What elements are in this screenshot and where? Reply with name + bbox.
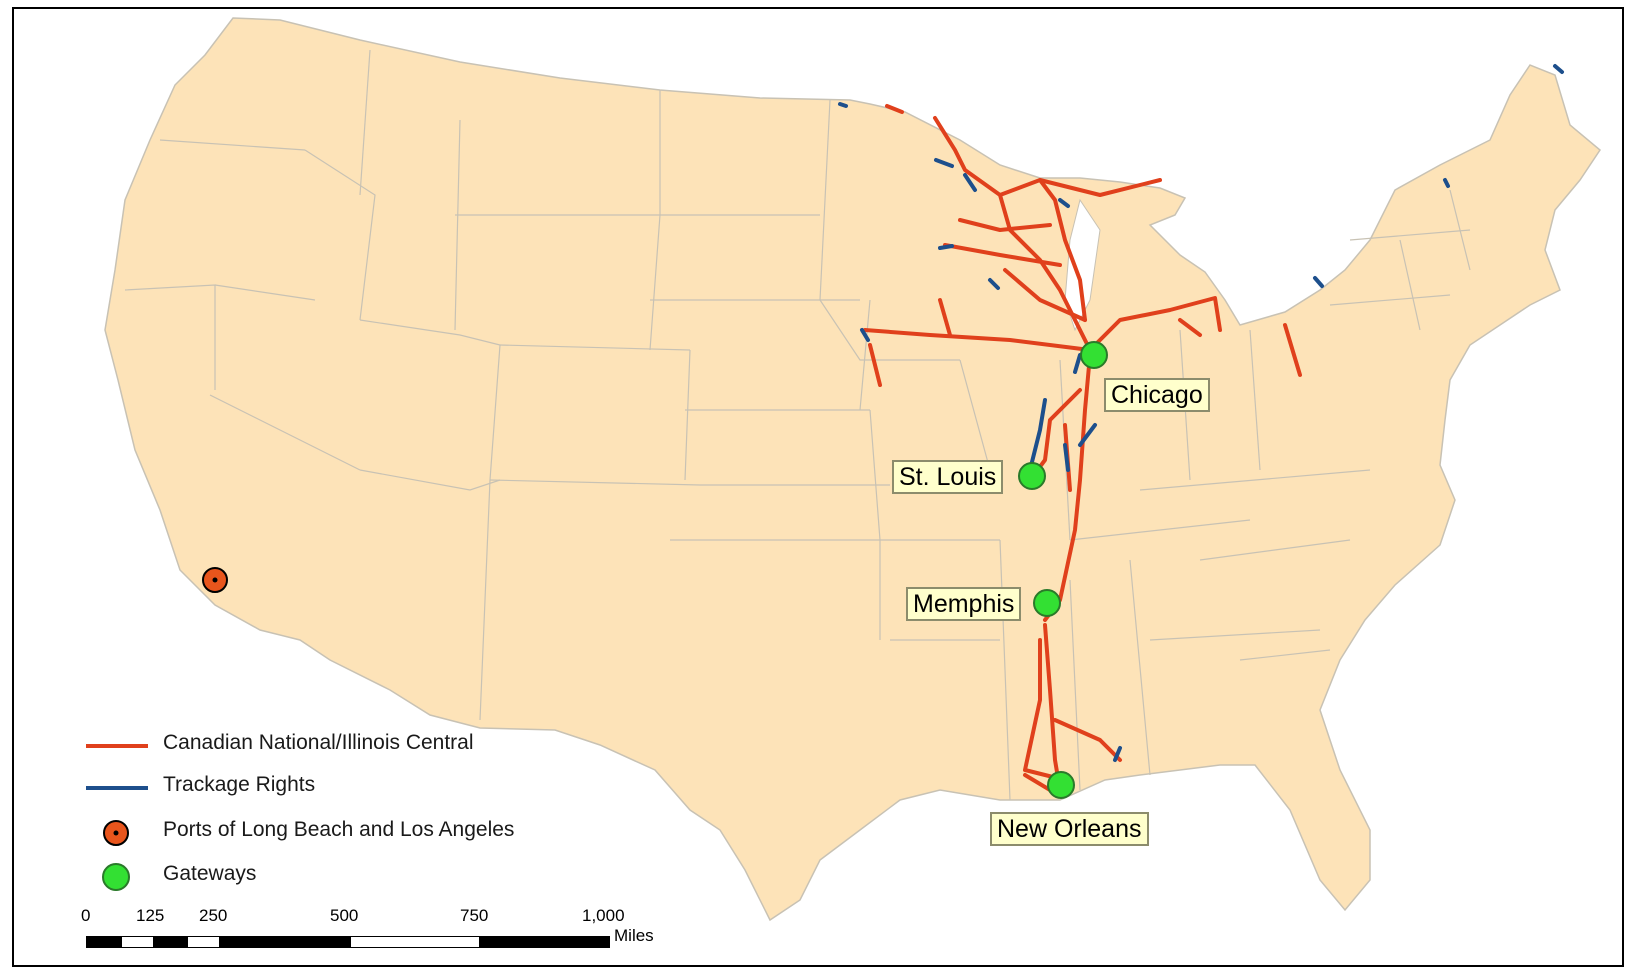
- scale-seg-3: [154, 936, 187, 948]
- state-borders: [124, 49, 1471, 801]
- scale-tick-0: 0: [81, 906, 91, 925]
- scale-tick-1000: 1,000: [582, 906, 625, 925]
- scale-seg-6: [350, 936, 480, 948]
- blue-line-icon: [86, 786, 148, 790]
- label-memphis: Memphis: [906, 587, 1022, 621]
- label-st-louis: St. Louis: [892, 460, 1004, 494]
- red-line-icon: [86, 744, 148, 748]
- scale-seg-2: [121, 936, 154, 948]
- scale-seg-1: [86, 936, 121, 948]
- label-new-orleans: New Orleans: [990, 812, 1149, 846]
- scale-seg-4: [187, 936, 220, 948]
- gateway-st-louis: [1018, 462, 1046, 490]
- scale-tick-500: 500: [330, 906, 359, 925]
- gateway-chicago: [1080, 341, 1108, 369]
- trackage-rights: [838, 64, 1564, 762]
- legend-label-ports: Ports of Long Beach and Los Angeles: [163, 818, 515, 841]
- legend-label-gateways: Gateways: [163, 862, 257, 885]
- gateway-new-orleans: [1047, 771, 1075, 799]
- scale-seg-7: [480, 936, 610, 948]
- port-long-beach-la: [202, 567, 228, 593]
- scale-tick-125: 125: [136, 906, 165, 925]
- gateway-memphis: [1033, 589, 1061, 617]
- scale-tick-750: 750: [460, 906, 489, 925]
- legend-label-cn: Canadian National/Illinois Central: [163, 731, 474, 754]
- label-chicago: Chicago: [1104, 378, 1210, 412]
- scale-tick-250: 250: [199, 906, 228, 925]
- legend-label-trackage: Trackage Rights: [163, 773, 316, 796]
- great-lakes: [1064, 198, 1101, 332]
- scale-unit: Miles: [614, 926, 654, 945]
- gateway-icon: [102, 863, 130, 891]
- scale-seg-5: [220, 936, 350, 948]
- us-landmass: [104, 17, 1601, 922]
- port-icon: [103, 820, 129, 846]
